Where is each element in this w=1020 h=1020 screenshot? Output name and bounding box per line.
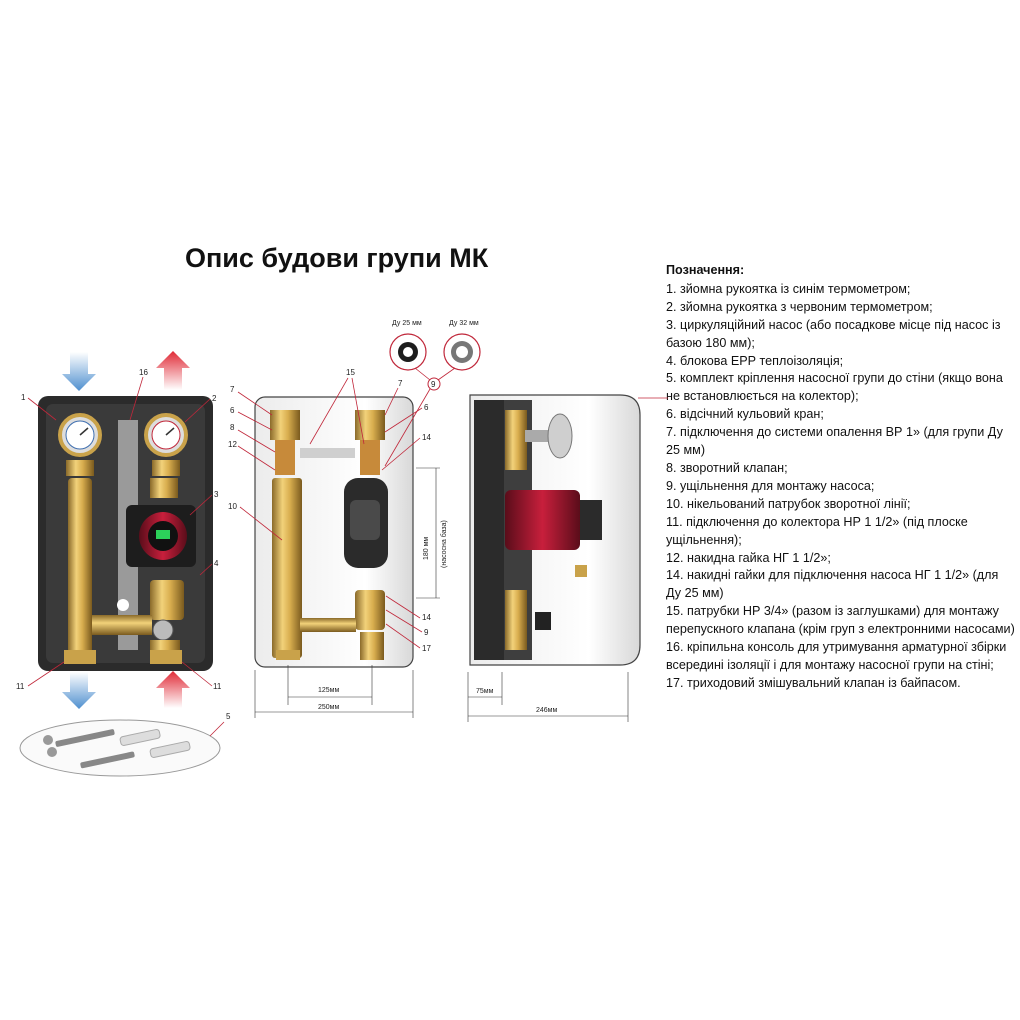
legend-list: 1. зйомна рукоятка із синім термометром;… [666, 281, 1016, 693]
callout-label: 7 [230, 385, 235, 394]
callout-label: 4 [214, 559, 219, 568]
callout-label: 15 [346, 368, 355, 377]
gasket-label: Ду 25 мм [392, 320, 422, 327]
up-arrow-icon [156, 351, 190, 390]
dimension-75: 75мм [476, 688, 494, 695]
callout-label: 8 [230, 423, 235, 432]
mixing-valve [150, 580, 184, 620]
return-pipe [68, 478, 92, 658]
legend: Позначення: 1. зйомна рукоятка із синім … [666, 262, 1016, 693]
gasket-label: Ду 32 мм [449, 320, 479, 327]
legend-item: 15. патрубки НР 3/4» (разом із заглушкам… [666, 604, 1015, 637]
pump-base-dim: 180 мм [423, 537, 430, 560]
callout-label: 16 [139, 368, 148, 377]
front-drawing: Ду 25 мм Ду 32 мм 9 7 6 8 12 10 15 7 6 1… [228, 320, 481, 718]
legend-item: 14. накидні гайки для підключення насоса… [666, 568, 999, 601]
callout-label: 3 [214, 490, 219, 499]
wall-mount-kit [19, 719, 221, 777]
callouts-middle: 7 6 8 12 10 15 7 6 14 14 9 17 [228, 368, 431, 653]
callout-label: 14 [422, 613, 431, 622]
callout-label: 9 [431, 380, 436, 389]
legend-item: 10. нікельований патрубок зворотної ліні… [666, 496, 911, 511]
callout-label: 12 [228, 440, 237, 449]
callout-label: 9 [424, 628, 429, 637]
legend-item: 17. триходовий змішувальний клапан із ба… [666, 675, 961, 690]
callout-label: 11 [213, 682, 222, 691]
callout-label: 14 [422, 433, 431, 442]
legend-item: 3. циркуляційний насос (або посадкове мі… [666, 317, 1001, 350]
legend-item: 11. підключення до колектора НР 1 1/2» (… [666, 514, 968, 547]
callout-label: 10 [228, 502, 237, 511]
legend-item: 2. зйомна рукоятка з червоним термометро… [666, 299, 933, 314]
legend-item: 1. зйомна рукоятка із синім термометром; [666, 281, 911, 296]
callout-label: 6 [230, 406, 235, 415]
down-arrow-icon [62, 672, 96, 709]
legend-item: 6. відсічний кульовий кран; [666, 407, 824, 422]
callout-label: 7 [398, 379, 403, 388]
callout-label: 1 [21, 393, 26, 402]
dimension-125: 125мм [318, 687, 339, 694]
legend-item: 4. блокова ЕРР теплоізоляція; [666, 353, 844, 368]
callout-label: 17 [422, 644, 431, 653]
callout-label: 2 [212, 394, 217, 403]
callout-label: 6 [424, 403, 429, 412]
front-view-assembly: 1 16 2 3 4 11 11 5 [16, 351, 231, 777]
pump-base-dim: (насосна база) [440, 520, 448, 568]
callout-label: 11 [16, 682, 25, 691]
up-arrow-icon [156, 671, 190, 708]
page-title: Опис будови групи МК [185, 243, 489, 273]
dimension-250: 250мм [318, 704, 339, 711]
legend-item: 8. зворотний клапан; [666, 460, 788, 475]
legend-item: 12. накидна гайка НГ 1 1/2»; [666, 550, 831, 565]
down-arrow-icon [62, 352, 96, 391]
callouts-left: 1 16 2 3 4 11 11 5 [16, 368, 231, 737]
legend-item: 16. кріпильна консоль для утримування ар… [666, 640, 1007, 672]
dimension-246: 246мм [536, 707, 557, 714]
callout-label: 5 [226, 712, 231, 721]
legend-heading: Позначення: [666, 263, 745, 277]
legend-item: 5. комплект кріплення насосної групи до … [666, 371, 1003, 404]
legend-item: 9. ущільнення для монтажу насоса; [666, 478, 875, 493]
side-view: 75мм 246мм [467, 394, 668, 722]
legend-item: 7. підключення до системи опалення ВР 1»… [666, 425, 1003, 458]
